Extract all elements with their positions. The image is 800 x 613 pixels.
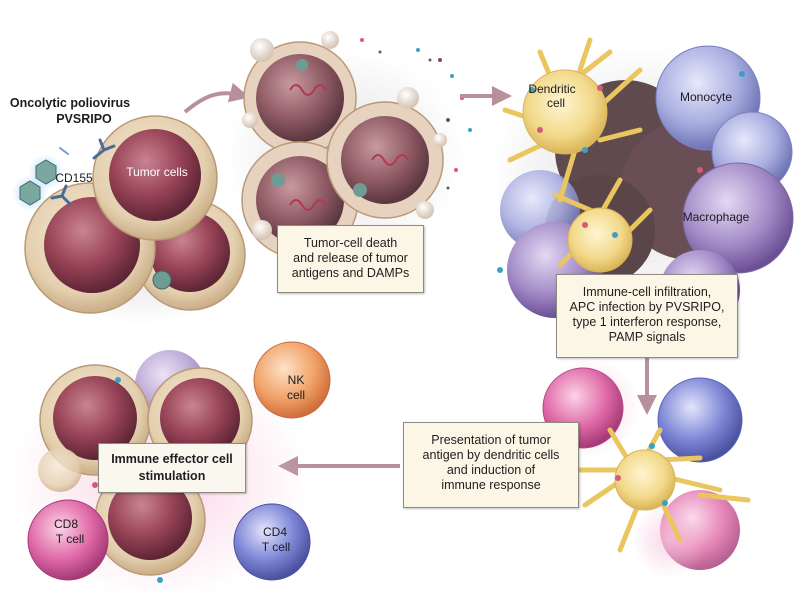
- infiltration-line-2: APC infection by PVSRIPO,: [569, 300, 725, 314]
- presentation-line-4: immune response: [441, 478, 541, 492]
- arrow-to-cell-death: [183, 82, 250, 114]
- cell-death-caption: Tumor-cell death and release of tumor an…: [277, 225, 424, 293]
- nk-label-line2: cell: [287, 388, 305, 402]
- cell-death-line-1: Tumor-cell death: [303, 236, 398, 250]
- infiltration-line-4: PAMP signals: [608, 330, 686, 344]
- cell-death-line-3: antigens and DAMPs: [291, 266, 410, 280]
- macrophage-label: Macrophage: [683, 210, 750, 224]
- cd8-label-line1: CD8: [54, 517, 78, 531]
- cd155-receptor-icon: [50, 138, 116, 206]
- released-antigens: [360, 38, 472, 190]
- nk-cell-icon: [253, 341, 331, 419]
- effector-line-2: stimulation: [138, 469, 206, 483]
- cell-death-line-2: and release of tumor: [293, 251, 408, 265]
- cd4-label-line1: CD4: [263, 525, 287, 539]
- effector-line-1: Immune effector cell: [111, 452, 233, 466]
- cd4-t-cell-icon: [233, 503, 311, 581]
- antigen-presentation-cluster: [540, 358, 751, 578]
- pamp-dots: [497, 71, 745, 273]
- virus-title-line2: PVSRIPO: [56, 112, 112, 126]
- tumor-cluster-1: [24, 115, 250, 325]
- cd8-label-line2: T cell: [56, 532, 84, 546]
- dendritic-label-line2: cell: [547, 96, 565, 110]
- nk-label-line1: NK: [288, 373, 305, 387]
- cd4-label-line2: T cell: [262, 540, 290, 554]
- dying-tumor-cluster: [225, 31, 465, 260]
- monocyte-label: Monocyte: [680, 90, 732, 104]
- presentation-line-1: Presentation of tumor: [431, 433, 551, 447]
- effector-caption: Immune effector cell stimulation: [98, 443, 246, 493]
- immune-infiltration-cluster: [490, 45, 794, 330]
- infiltration-line-3: type 1 interferon response,: [572, 315, 722, 329]
- cd8-t-cell-icon: [27, 499, 109, 581]
- poliovirus-icon: [12, 154, 64, 211]
- infiltration-caption: Immune-cell infiltration, APC infection …: [556, 274, 738, 358]
- infiltration-line-1: Immune-cell infiltration,: [582, 285, 712, 299]
- presentation-line-3: and induction of: [446, 463, 536, 477]
- cd155-label: CD155: [55, 171, 93, 185]
- presentation-caption: Presentation of tumor antigen by dendrit…: [403, 422, 579, 508]
- dendritic-label-line1: Dendritic: [528, 82, 575, 96]
- virus-title-line1: Oncolytic poliovirus: [10, 96, 130, 110]
- presentation-line-2: antigen by dendritic cells: [422, 448, 560, 462]
- tumor-cells-label: Tumor cells: [126, 165, 188, 179]
